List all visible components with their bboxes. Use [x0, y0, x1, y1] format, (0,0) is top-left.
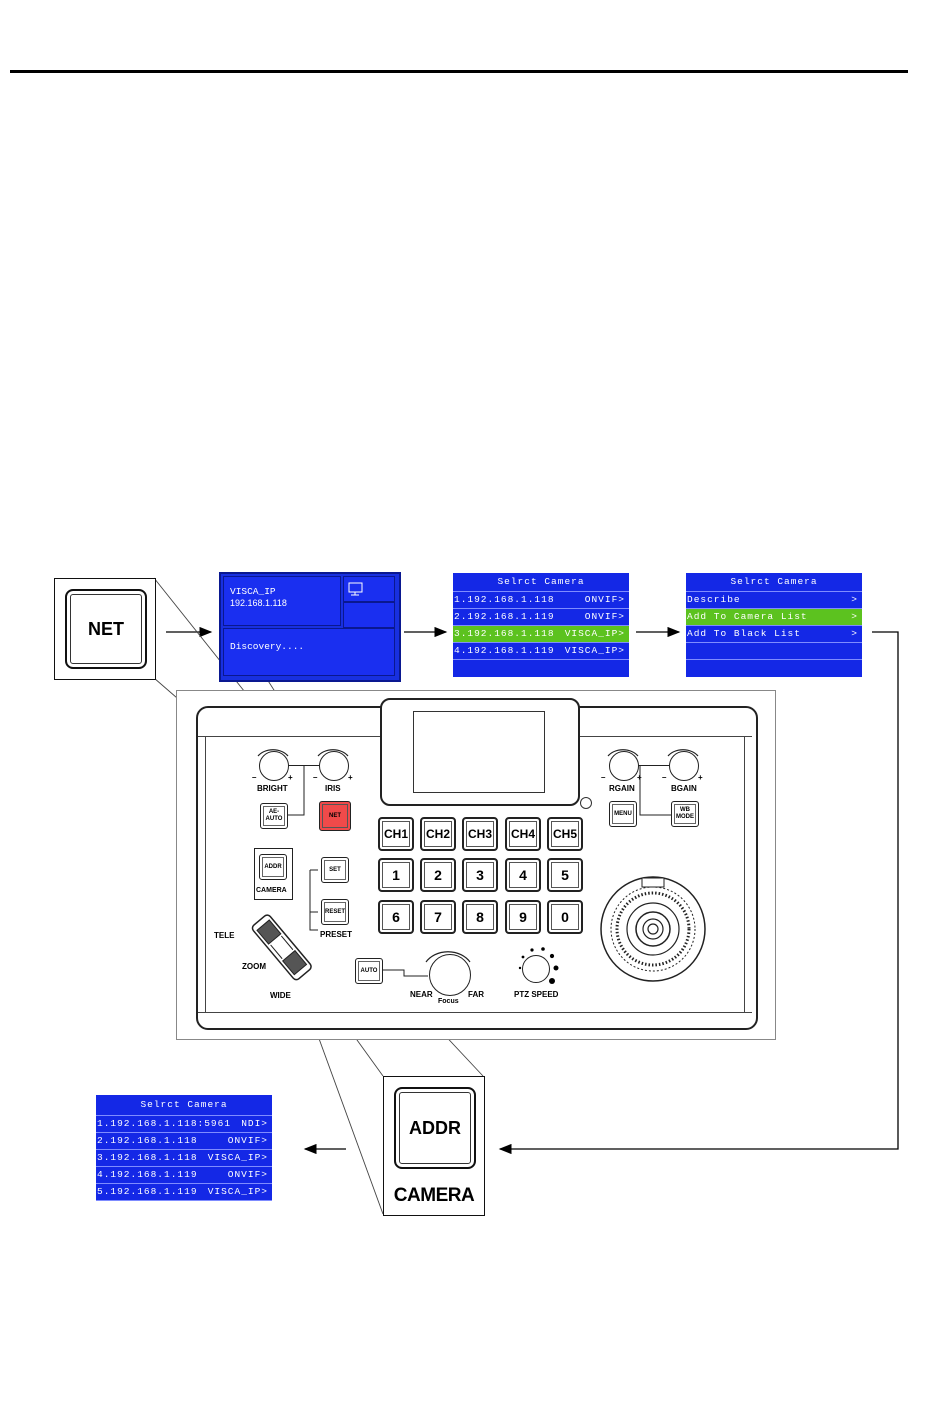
num-2-button[interactable]: 2 [420, 858, 456, 892]
num-5-button[interactable]: 5 [547, 858, 583, 892]
addr-camera-group [254, 848, 293, 900]
near-label: NEAR [410, 990, 433, 999]
menu-row-add-to-black-list[interactable]: Add To Black List> [686, 626, 862, 643]
indicator-led [580, 797, 592, 809]
bgain-knob[interactable] [669, 751, 699, 781]
menu-button[interactable]: MENU [609, 801, 637, 827]
focus-knob-arc [425, 951, 471, 963]
minus-sign: – [601, 773, 606, 782]
panel-right-edge [744, 736, 745, 1012]
select-camera-menu-2: Selrct Camera Describe> Add To Camera Li… [686, 573, 862, 677]
menu-title: Selrct Camera [96, 1095, 272, 1116]
right-knob-arcs [607, 749, 699, 757]
plus-sign: + [637, 773, 642, 782]
rgain-label: RGAIN [609, 784, 635, 793]
reset-button[interactable]: RESET [321, 899, 349, 925]
addr-camera-callout: ADDR CAMERA [383, 1076, 485, 1216]
ptz-speed-knob[interactable] [522, 955, 550, 983]
far-label: FAR [468, 990, 484, 999]
addr-button[interactable]: ADDR [259, 854, 287, 880]
joystick-icon[interactable] [598, 874, 708, 984]
knob-link-right [638, 765, 669, 766]
preset-label: PRESET [320, 930, 353, 939]
minus-sign: – [662, 773, 667, 782]
left-knob-arcs [257, 749, 349, 757]
num-4-button[interactable]: 4 [505, 858, 541, 892]
panel-left-edge [205, 736, 206, 1012]
wide-label: WIDE [270, 991, 291, 1000]
bright-label: BRIGHT [257, 784, 288, 793]
auto-focus-button[interactable]: AUTO [355, 958, 383, 984]
discovery-screen: VISCA_IP 192.168.1.118 Discovery.... [219, 572, 401, 682]
plus-sign: + [698, 773, 703, 782]
ch1-button[interactable]: CH1 [378, 817, 414, 851]
num-9-button[interactable]: 9 [505, 900, 541, 934]
num-8-button[interactable]: 8 [462, 900, 498, 934]
bgain-label: BGAIN [671, 784, 697, 793]
plus-sign: + [348, 773, 353, 782]
net-button-callout: NET [54, 578, 156, 680]
protocol-text: VISCA_IP [230, 586, 276, 597]
zoom-label: ZOOM [242, 962, 266, 971]
protocol-cell: VISCA_IP 192.168.1.118 [223, 576, 341, 626]
wb-mode-button[interactable]: WB MODE [671, 801, 699, 827]
monitor-cell [343, 576, 395, 602]
header-rule [10, 70, 908, 73]
status-cell: Discovery.... [223, 628, 395, 676]
focus-knob[interactable] [429, 954, 471, 996]
num-6-button[interactable]: 6 [378, 900, 414, 934]
ch2-button[interactable]: CH2 [420, 817, 456, 851]
num-0-button[interactable]: 0 [547, 900, 583, 934]
discovery-status: Discovery.... [230, 641, 305, 652]
ch3-button[interactable]: CH3 [462, 817, 498, 851]
monitor-icon [348, 582, 363, 596]
tele-label: TELE [214, 931, 235, 940]
addr-button-zoomed: ADDR [394, 1087, 476, 1169]
menu-row-empty [686, 643, 862, 660]
net-button[interactable]: NET [319, 801, 351, 831]
lcd-screen [413, 711, 545, 793]
panel-bottom-strip [198, 1012, 752, 1027]
ptz-speed-label: PTZ SPEED [514, 990, 559, 999]
zoom-rocker-icon[interactable] [236, 908, 326, 988]
camera-label: CAMERA [256, 887, 287, 894]
menu-title: Selrct Camera [453, 573, 629, 592]
bright-knob[interactable] [259, 751, 289, 781]
net-button-zoomed: NET [65, 589, 147, 669]
empty-cell [343, 602, 395, 628]
ip-text: 192.168.1.118 [230, 598, 287, 608]
plus-sign: + [288, 773, 293, 782]
ch4-button[interactable]: CH4 [505, 817, 541, 851]
num-1-button[interactable]: 1 [378, 858, 414, 892]
ae-auto-button[interactable]: AE- AUTO [260, 803, 288, 829]
menu-row-add-to-camera-list[interactable]: Add To Camera List> [686, 609, 862, 626]
menu-row-describe[interactable]: Describe> [686, 592, 862, 609]
num-3-button[interactable]: 3 [462, 858, 498, 892]
arrow-menu2-to-addr [498, 631, 899, 1155]
ch5-button[interactable]: CH5 [547, 817, 583, 851]
iris-label: IRIS [325, 784, 341, 793]
iris-knob[interactable] [319, 751, 349, 781]
num-7-button[interactable]: 7 [420, 900, 456, 934]
rgain-knob[interactable] [609, 751, 639, 781]
minus-sign: – [252, 773, 257, 782]
ptz-speed-dots [518, 947, 559, 984]
minus-sign: – [313, 773, 318, 782]
menu-title: Selrct Camera [686, 573, 862, 592]
focus-label: Focus [438, 998, 459, 1005]
camera-caption: CAMERA [393, 1185, 475, 1206]
set-button[interactable]: SET [321, 857, 349, 883]
